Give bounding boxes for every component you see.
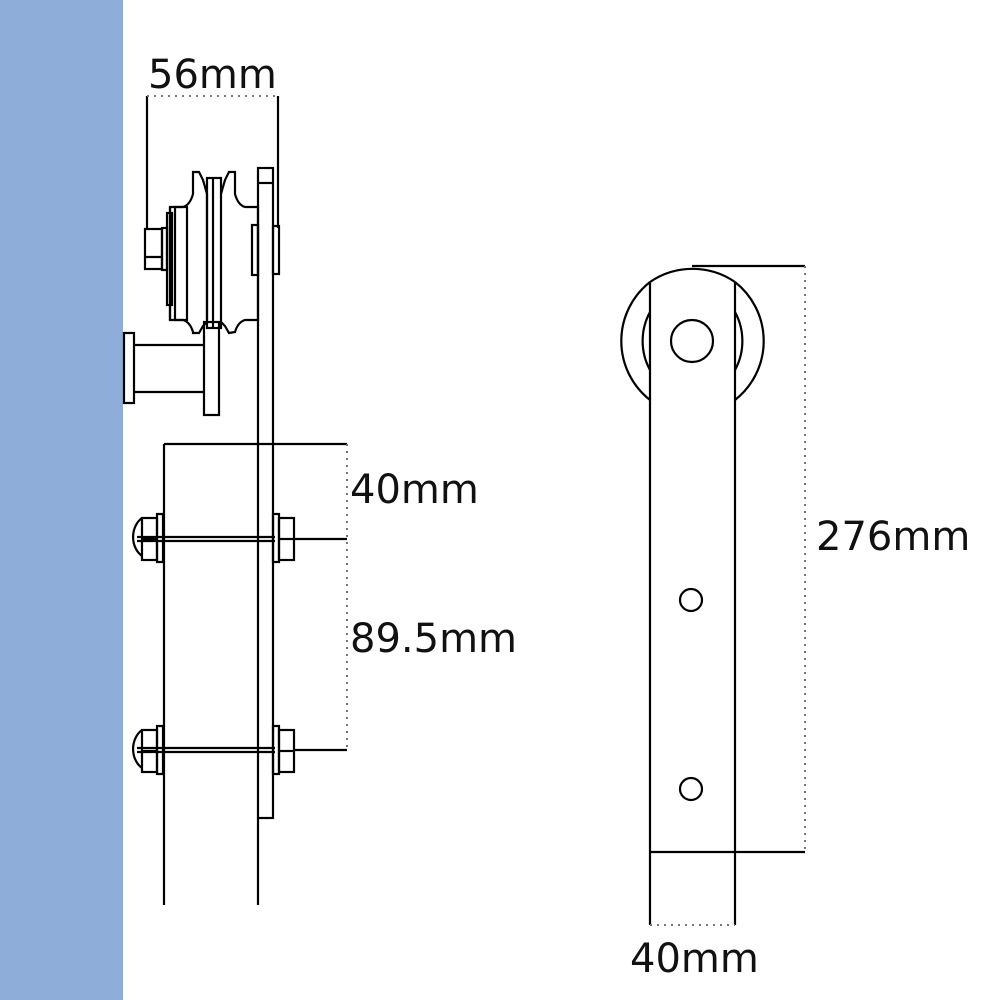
bolt-hole-lower (678, 776, 704, 802)
guide-bracket-side (122, 320, 221, 417)
wall-surface (0, 0, 123, 1000)
dim-label-strap-width: 40mm (630, 936, 759, 982)
bolt-upper (131, 512, 347, 564)
bolt-hole-upper (678, 587, 704, 613)
dim-label-bolt-spacing: 89.5mm (350, 616, 517, 662)
wheel-outer-right (734, 281, 765, 401)
axle-hole (669, 318, 715, 364)
hanger-strap-side (256, 166, 275, 820)
front-view (620, 264, 806, 926)
dim-label-top-width: 56mm (148, 52, 277, 98)
roller-wheel-side (143, 170, 281, 335)
dim-label-height: 276mm (816, 514, 971, 560)
wheel-outer-left (620, 281, 651, 401)
side-view (122, 95, 348, 905)
dim-label-top-offset: 40mm (350, 467, 479, 513)
bolt-lower (131, 724, 347, 776)
